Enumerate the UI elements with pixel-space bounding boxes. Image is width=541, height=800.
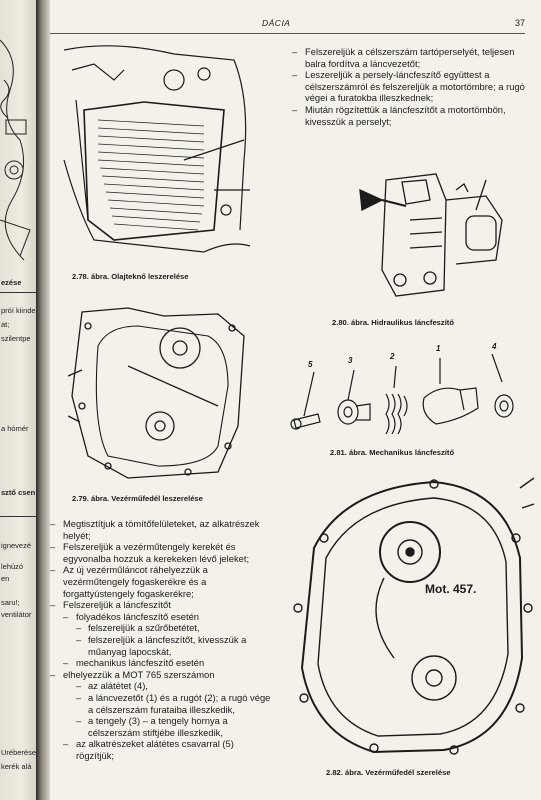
prev-page-fragment: ventilátor	[1, 610, 32, 619]
list-item: –mechanikus láncfeszítő esetén	[63, 657, 205, 669]
right-column-list: –Felszereljük a célszerszám tartópersely…	[292, 46, 527, 127]
list-item: –a láncvezetőt (1) és a rugót (2); a rug…	[76, 691, 271, 715]
callout-number: 3	[348, 356, 353, 365]
prev-page-fragment: en	[1, 574, 10, 583]
page-header: DÁCIA 37	[50, 14, 525, 34]
hydraulic-tensioner-illustration	[359, 173, 503, 297]
figure-caption: 2.79. ábra. Vezérműfedél leszerelése	[72, 494, 203, 503]
figure-caption: 2.78. ábra. Olajteknő leszerelése	[72, 272, 189, 281]
list-item: –elhelyezzük a MOT 765 szerszámon	[50, 668, 215, 680]
prev-page-fragment: at;	[1, 320, 10, 329]
assembly-steps-list: –Megtisztítjuk a tömítőfelületeket, az a…	[50, 518, 272, 761]
list-item: –az alkatrészeket alátétes csavarral (5)…	[63, 738, 234, 761]
prev-page-fragment: sztő csen	[1, 488, 36, 497]
prev-page-fragment: ezése	[1, 278, 22, 287]
list-item: –Felszereljük a vezérműtengely kerekét é…	[50, 541, 250, 564]
prev-page-fragment: Uréberése	[1, 748, 36, 757]
callout-number: 1	[436, 344, 441, 353]
figure-oil-pan-removal	[54, 40, 254, 258]
list-item: –Megtisztítjuk a tömítőfelületeket, az a…	[50, 518, 260, 541]
prev-page-fragment: saru!;	[1, 598, 20, 607]
figure-hydraulic-tensioner	[326, 160, 506, 310]
prev-page-rule	[0, 292, 36, 293]
list-item: –Miután rögzítettük a láncfeszítőt a mot…	[292, 103, 506, 127]
figure-caption: 2.81. ábra. Mechanikus láncfeszítő	[330, 448, 455, 457]
right-column-text: –Felszereljük a célszerszám tartópersely…	[292, 46, 527, 127]
list-item: –a tengely (3) – a tengely hornya a céls…	[76, 715, 228, 738]
list-item: –Az új vezérműláncot ráhelyezzük a vezér…	[50, 564, 208, 599]
figure-caption: 2.80. ábra. Hidraulikus láncfeszítő	[332, 318, 454, 327]
list-item: –felszereljük a szűrőbetétet,	[76, 622, 200, 634]
list-item: –felszereljük a láncfeszítőt, kivesszük …	[76, 633, 247, 657]
figure-mechanical-tensioner	[290, 344, 525, 434]
previous-page-edge: ezése próí kiinde at; szilentpe a hómér …	[0, 0, 36, 800]
prev-page-fragment: lehúzó	[1, 562, 24, 571]
page-number: 37	[514, 18, 525, 28]
list-item: –Leszereljük a persely-láncfeszítő együt…	[292, 69, 525, 104]
book-gutter-shadow	[36, 0, 50, 800]
left-column-text: –Megtisztítjuk a tömítőfelületeket, az a…	[50, 518, 272, 761]
prev-page-rule	[0, 516, 36, 517]
prev-page-fragment: a hómér	[1, 424, 29, 433]
list-item: –az alátétet (4),	[76, 680, 148, 692]
timing-cover-removal-illustration	[68, 307, 245, 479]
list-item: –folyadékos láncfeszítő esetén	[63, 610, 199, 622]
tool-label: Mot. 457.	[422, 582, 480, 596]
prev-page-fragment: próí kiinde	[1, 306, 36, 315]
callout-number: 2	[390, 352, 395, 361]
previous-page-engine-drawing-fragment	[0, 39, 31, 261]
list-item: –Felszereljük a célszerszám tartópersely…	[292, 46, 515, 69]
callout-number: 5	[308, 360, 313, 369]
figure-timing-cover-installation	[284, 468, 534, 758]
timing-cover-installation-illustration	[293, 477, 534, 755]
prev-page-fragment: ignevezé	[1, 541, 32, 550]
prev-page-fragment: kerék alá	[1, 762, 32, 771]
prev-page-fragment: szilentpe	[1, 334, 31, 343]
list-item: –Felszereljük a láncfeszítőt	[50, 599, 171, 611]
callout-number: 4	[492, 342, 497, 351]
figure-caption: 2.82. ábra. Vezérműfedél szerelése	[326, 768, 451, 777]
mechanical-tensioner-exploded-illustration	[290, 353, 514, 434]
figure-timing-cover-removal	[68, 306, 248, 482]
running-title: DÁCIA	[262, 18, 291, 28]
book-page: DÁCIA 37	[50, 0, 541, 800]
oil-pan-illustration	[63, 45, 251, 253]
